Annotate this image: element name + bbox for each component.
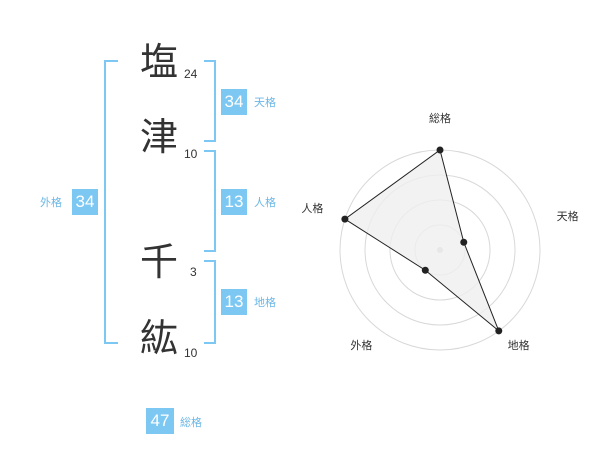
jinkaku-bracket — [204, 150, 216, 252]
soukaku-label: 総格 — [180, 416, 202, 429]
radar-axis-label: 天格 — [557, 209, 579, 223]
radar-axis-label: 総格 — [429, 111, 451, 125]
radar-axis-label: 外格 — [350, 338, 372, 352]
stroke-count-4: 10 — [184, 346, 198, 360]
name-char-4: 紘 — [139, 316, 178, 360]
chikaku-bracket — [204, 260, 216, 344]
radar-axis-label: 人格 — [301, 201, 323, 215]
gaikaku-value: 34 — [72, 189, 98, 215]
soukaku-value: 47 — [146, 408, 174, 434]
jinkaku-value: 13 — [221, 189, 247, 215]
name-char-3: 千 — [139, 240, 178, 284]
radar-point-1 — [436, 146, 444, 154]
stroke-count-2: 10 — [184, 147, 198, 161]
name-char-1: 塩 — [139, 40, 178, 84]
radar-point-5 — [341, 215, 349, 223]
radar-area — [344, 149, 500, 332]
chikaku-value: 13 — [221, 289, 247, 315]
stroke-count-3: 3 — [190, 265, 197, 279]
radar-point-2 — [460, 238, 468, 246]
tenkaku-bracket — [204, 60, 216, 142]
radar-point-3 — [495, 327, 503, 335]
radar-axis-label: 地格 — [508, 338, 530, 352]
gaikaku-label: 外格 — [40, 196, 62, 209]
tenkaku-value: 34 — [221, 89, 247, 115]
tenkaku-label: 天格 — [254, 96, 276, 109]
gaikaku-bracket — [104, 60, 118, 344]
chikaku-label: 地格 — [254, 296, 276, 309]
jinkaku-label: 人格 — [254, 196, 276, 209]
stroke-count-1: 24 — [184, 67, 198, 81]
name-char-2: 津 — [139, 115, 178, 159]
radar-point-4 — [421, 266, 429, 274]
